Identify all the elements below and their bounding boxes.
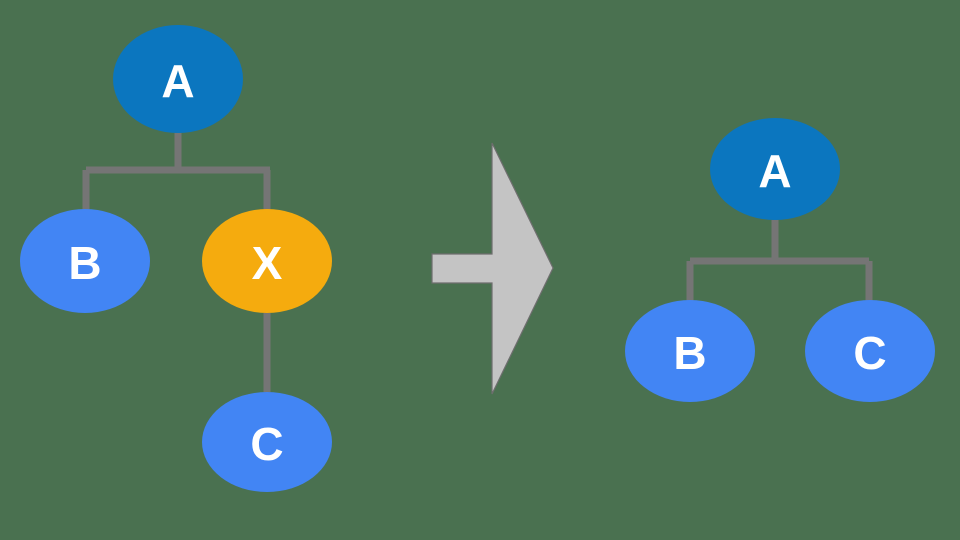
node-x-left-shape[interactable]	[202, 209, 332, 313]
edge-a-to-b	[82, 133, 270, 212]
after-edges-group	[686, 220, 873, 302]
node-c-right-shape[interactable]	[805, 300, 935, 402]
after-tree-group: A B C	[625, 118, 935, 402]
node-c-left-label: C	[250, 418, 283, 470]
node-a-left-shape[interactable]	[113, 25, 243, 133]
before-tree-group: A B X C	[20, 25, 332, 492]
node-c-left[interactable]: C	[202, 392, 332, 492]
node-c-right[interactable]: C	[805, 300, 935, 402]
node-a-left-label: A	[161, 55, 194, 107]
node-a-right-shape[interactable]	[710, 118, 840, 220]
node-a-right-label: A	[758, 145, 791, 197]
before-edges-group	[82, 133, 271, 392]
edge-a-to-b-after	[686, 220, 869, 302]
node-b-left-shape[interactable]	[20, 209, 150, 313]
node-c-right-label: C	[853, 327, 886, 379]
node-b-left[interactable]: B	[20, 209, 150, 313]
node-a-right[interactable]: A	[710, 118, 840, 220]
node-b-right-shape[interactable]	[625, 300, 755, 402]
node-b-right[interactable]: B	[625, 300, 755, 402]
node-b-right-label: B	[673, 327, 706, 379]
node-x-left-label: X	[252, 237, 283, 289]
node-b-left-label: B	[68, 237, 101, 289]
node-x-left[interactable]: X	[202, 209, 332, 313]
node-a-left[interactable]: A	[113, 25, 243, 133]
node-c-left-shape[interactable]	[202, 392, 332, 492]
right-arrow-icon	[431, 142, 554, 395]
